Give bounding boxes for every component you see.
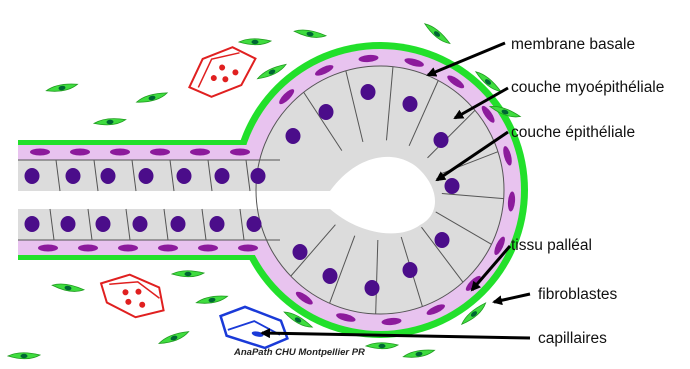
epithelial-nucleus	[445, 178, 460, 194]
epithelial-nucleus	[101, 168, 116, 184]
label-couche-epitheliale: couche épithéliale	[511, 124, 635, 141]
fibroblast	[366, 343, 398, 349]
fibroblast	[239, 39, 271, 45]
epithelial-nucleus	[434, 132, 449, 148]
fibroblast-nucleus	[185, 272, 192, 276]
fibroblast	[94, 117, 126, 126]
epithelial-nucleus	[215, 168, 230, 184]
epithelial-nucleus	[365, 280, 380, 296]
fibroblast	[423, 21, 451, 46]
label-capillaires: capillaires	[538, 330, 607, 347]
epithelial-nucleus	[171, 216, 186, 232]
epithelial-nucleus	[96, 216, 111, 232]
epithelial-nucleus	[25, 216, 40, 232]
arrow-fibroblasts	[494, 294, 530, 302]
myoepithelial-nucleus	[238, 245, 258, 252]
epithelial-nucleus	[293, 244, 308, 260]
fibroblast	[196, 294, 229, 306]
myoepithelial-nucleus	[158, 245, 178, 252]
fibroblast	[403, 348, 436, 360]
myoepithelial-nucleus	[198, 245, 218, 252]
fibroblast	[8, 353, 40, 359]
myoepithelial-nucleus	[230, 149, 250, 156]
red-cell-cluster-top	[181, 39, 263, 106]
fibroblast	[52, 282, 85, 294]
epithelial-nucleus	[361, 84, 376, 100]
epithelial-nucleus	[403, 96, 418, 112]
epithelial-nucleus	[435, 232, 450, 248]
fibroblast	[172, 271, 204, 277]
credit-caption: AnaPath CHU Montpellier PR	[233, 347, 365, 358]
epithelial-nucleus	[251, 168, 266, 184]
fibroblast	[136, 91, 168, 105]
myoepithelial-nucleus	[190, 149, 210, 156]
epithelial-nucleus	[286, 128, 301, 144]
fibroblast-nucleus	[379, 344, 386, 348]
epithelial-nucleus	[66, 168, 81, 184]
myoepithelial-nucleus	[150, 149, 170, 156]
fibroblast-nucleus	[21, 354, 28, 358]
label-fibroblastes: fibroblastes	[538, 286, 618, 303]
epithelial-nucleus	[319, 104, 334, 120]
fibroblast	[294, 28, 327, 40]
myoepithelial-nucleus	[110, 149, 130, 156]
myoepithelial-nucleus	[78, 245, 98, 252]
fibroblast-nucleus	[252, 40, 259, 44]
epithelial-nucleus	[210, 216, 225, 232]
epithelial-nucleus	[403, 262, 418, 278]
epithelial-nucleus	[25, 168, 40, 184]
epithelial-nucleus	[177, 168, 192, 184]
myoepithelial-nucleus	[70, 149, 90, 156]
epithelial-nucleus	[247, 216, 262, 232]
epithelial-nucleus	[139, 168, 154, 184]
label-couche-myoepitheliale: couche myoépithéliale	[511, 79, 664, 96]
epithelial-nucleus	[133, 216, 148, 232]
fibroblast	[46, 82, 79, 94]
epithelial-nucleus	[323, 268, 338, 284]
myoepithelial-nucleus	[38, 245, 58, 252]
capillary-vessel	[216, 302, 292, 352]
epithelial-nucleus	[61, 216, 76, 232]
myoepithelial-nucleus	[118, 245, 138, 252]
fibroblast	[158, 329, 190, 346]
myoepithelial-nucleus	[30, 149, 50, 156]
red-cell-cluster-bottom	[94, 266, 171, 325]
label-membrane-basale: membrane basale	[511, 36, 635, 53]
label-tissu-palleal: tissu palléal	[511, 237, 592, 254]
